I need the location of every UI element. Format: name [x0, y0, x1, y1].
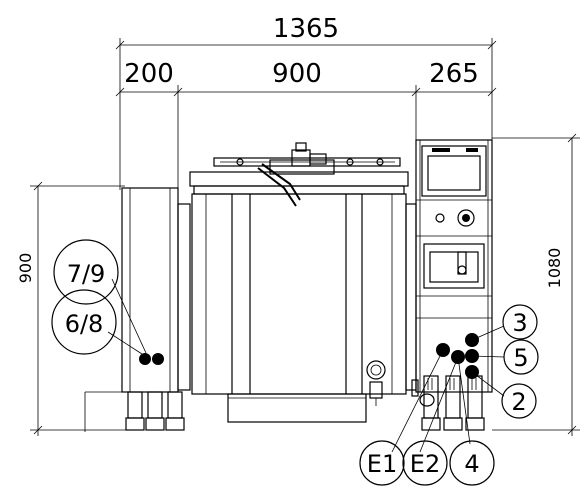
- dimension-left-height: 900: [16, 181, 130, 436]
- connector-6-8-left: [139, 353, 151, 365]
- callout-5-text: 5: [513, 344, 528, 372]
- dim-total-width-text: 1365: [273, 14, 339, 44]
- dim-right-width-text: 265: [429, 59, 479, 89]
- pressure-gauge-icon: [366, 360, 386, 380]
- water-tap-box: [423, 243, 485, 289]
- connector-6-8-right: [152, 353, 164, 365]
- dim-center-width-text: 900: [272, 59, 322, 89]
- display-screen: [421, 145, 487, 197]
- callout-4-text: 4: [464, 450, 479, 478]
- lid-assembly: [213, 142, 401, 207]
- callout-leaders: [107, 278, 505, 453]
- dimension-right-height: 1080: [492, 133, 580, 436]
- control-knob-large: [457, 209, 475, 227]
- callout-4: 4: [449, 440, 495, 486]
- callout-e1-text: E1: [367, 450, 397, 478]
- callout-6-8-text: 6/8: [65, 310, 104, 338]
- dim-left-width-text: 200: [124, 59, 174, 89]
- callout-e2-text: E2: [410, 450, 440, 478]
- control-knob-small: [435, 213, 445, 223]
- control-cabinet: [411, 139, 493, 431]
- callout-7-9: 7/9: [53, 239, 119, 305]
- callout-3: 3: [502, 304, 538, 340]
- dim-left-height-text: 900: [16, 253, 35, 284]
- dimension-segments: 200 900 265: [115, 59, 497, 190]
- callout-2: 2: [501, 383, 537, 419]
- callout-6-8: 6/8: [51, 289, 117, 355]
- callout-2-text: 2: [511, 388, 526, 416]
- kettle-body: [177, 171, 417, 423]
- callout-3-text: 3: [512, 309, 527, 337]
- callout-5: 5: [503, 339, 539, 375]
- callout-e2: E2: [402, 440, 448, 486]
- dim-right-height-text: 1080: [545, 248, 564, 289]
- callout-7-9-text: 7/9: [67, 260, 106, 288]
- dimension-total-width: 1365: [115, 14, 497, 190]
- drain-outlet: [419, 393, 435, 407]
- callout-e1: E1: [359, 440, 405, 486]
- left-column-unit: [121, 187, 185, 431]
